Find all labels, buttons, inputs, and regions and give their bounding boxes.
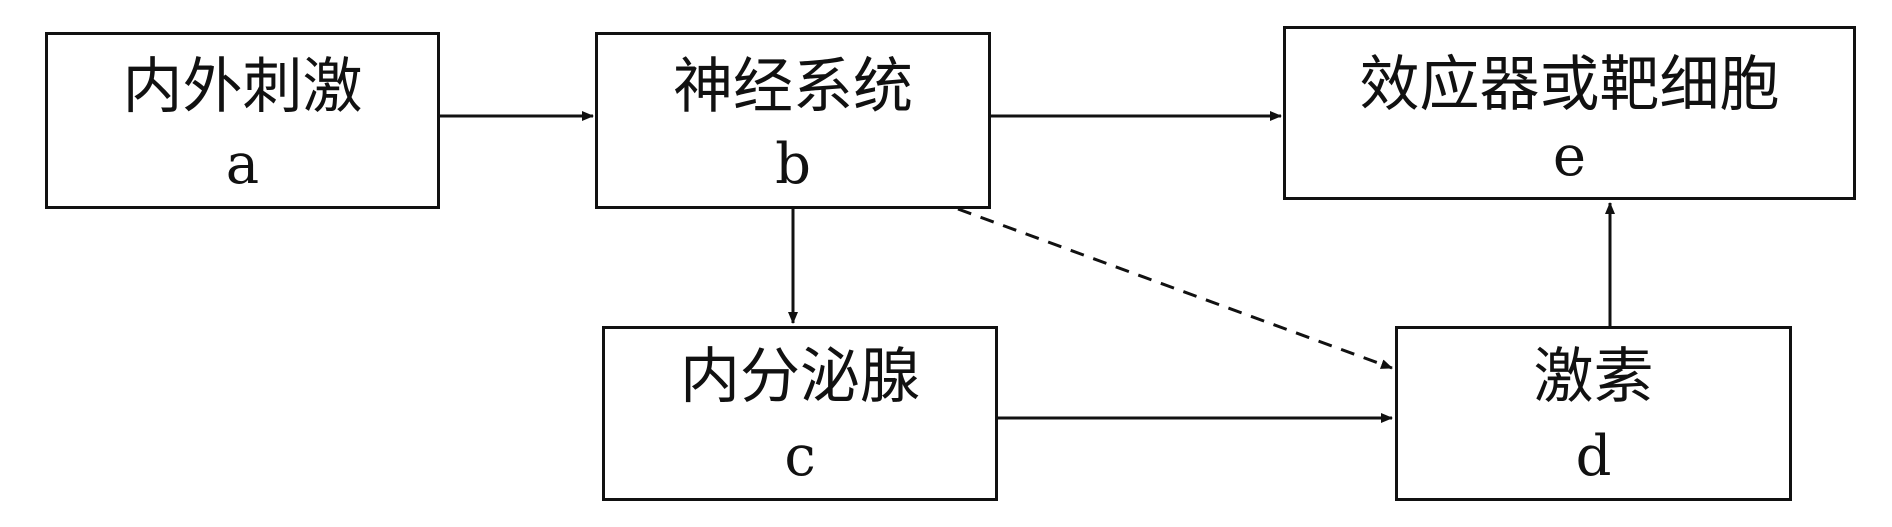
node-nervous-system-code: b: [775, 132, 811, 197]
node-endocrine-gland: 内分泌腺 c: [602, 326, 998, 501]
node-stimulus-code: a: [225, 132, 260, 197]
node-endocrine-gland-code: c: [784, 424, 816, 489]
node-nervous-system: 神经系统 b: [595, 32, 991, 209]
node-stimulus: 内外刺激 a: [45, 32, 440, 209]
node-hormone-title: 激素: [1533, 342, 1654, 412]
node-endocrine-gland-title: 内分泌腺: [680, 342, 920, 412]
node-effector-target-cell: 效应器或靶细胞 e: [1283, 26, 1856, 200]
node-hormone: 激素 d: [1395, 326, 1792, 501]
edge-b-to-d-dashed: [957, 207, 1393, 370]
node-effector-target-cell-title: 效应器或靶细胞: [1359, 50, 1780, 120]
node-effector-target-cell-code: e: [1552, 124, 1587, 189]
node-stimulus-title: 内外刺激: [122, 52, 363, 122]
node-nervous-system-title: 神经系统: [673, 52, 913, 122]
node-hormone-code: d: [1575, 424, 1612, 489]
